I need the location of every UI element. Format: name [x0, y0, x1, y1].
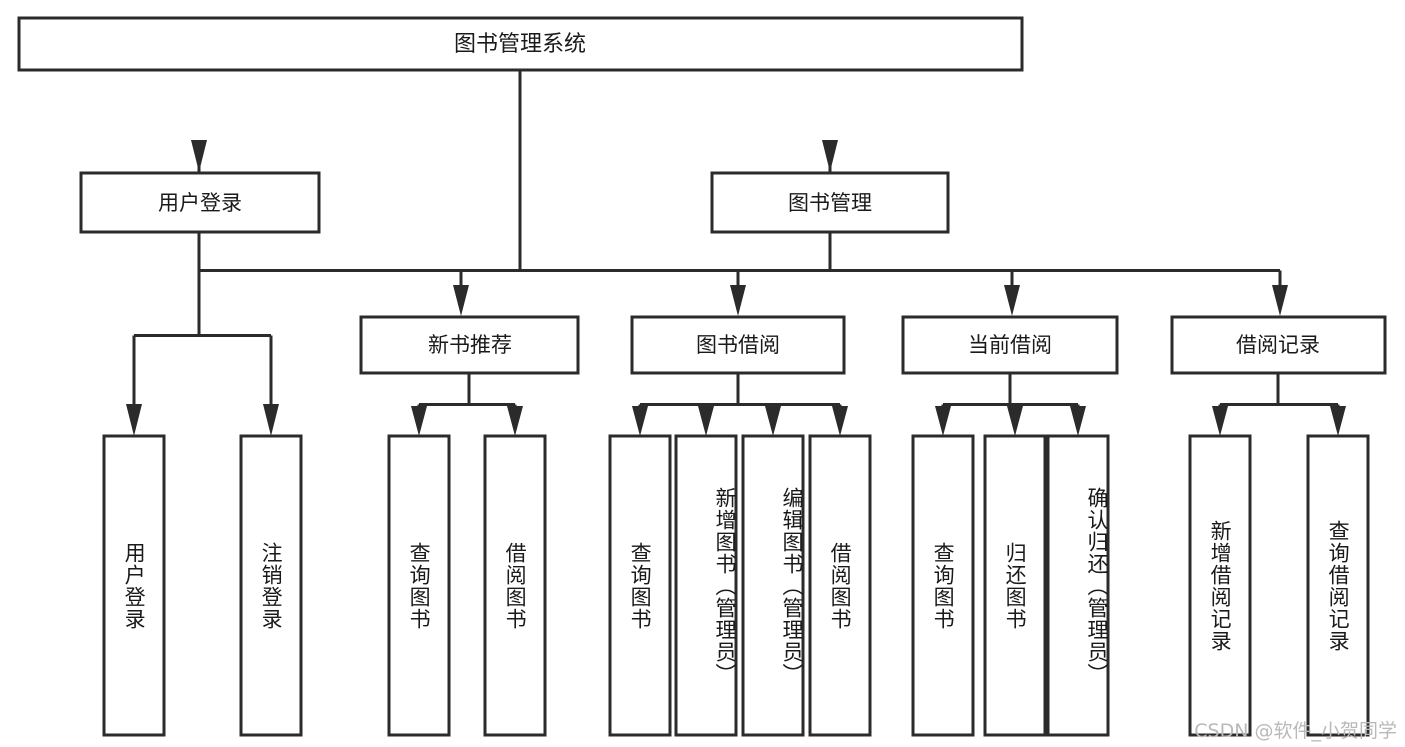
arrow-to-leaf-edit-book [765, 406, 781, 436]
node-user-login[interactable]: 用户登录 [79, 171, 321, 234]
node-leaf-logout-box[interactable] [239, 434, 303, 737]
node-root-label: 图书管理系统 [454, 32, 586, 57]
arrow-to-leaf-confirm-return [1070, 406, 1086, 436]
node-leaf-return-book-box[interactable] [983, 434, 1047, 737]
node-borrow-record[interactable]: 借阅记录 [1170, 315, 1387, 375]
arrow-to-leaf-return-book [1007, 406, 1023, 436]
node-root[interactable]: 图书管理系统 [17, 16, 1024, 72]
arrow-to-leaf-borrow-book-1 [507, 406, 523, 436]
arrow-to-leaf-logout [263, 404, 279, 436]
node-current-borrow-label: 当前借阅 [968, 333, 1052, 357]
node-leaf-query-book-1-box[interactable] [387, 434, 451, 737]
node-user-login-label: 用户登录 [158, 191, 242, 215]
node-book-borrow-label: 图书借阅 [696, 333, 780, 357]
node-book-manage[interactable]: 图书管理 [710, 171, 950, 234]
node-new-book-recommend[interactable]: 新书推荐 [359, 315, 580, 375]
node-leaf-add-book-box[interactable] [674, 434, 738, 737]
node-new-book-recommend-box[interactable] [359, 315, 580, 375]
node-leaf-query-record-box[interactable] [1306, 434, 1370, 737]
node-book-borrow[interactable]: 图书借阅 [630, 315, 846, 375]
node-borrow-record-box[interactable] [1170, 315, 1387, 375]
node-layer: 图书管理系统 用户登录 图书管理 新书推荐 图书借阅 当前借阅 [17, 16, 1387, 737]
node-leaf-confirm-return-box[interactable] [1046, 434, 1110, 737]
arrow-to-leaf-query-book-3 [935, 406, 951, 436]
node-leaf-borrow-book-1-box[interactable] [483, 434, 547, 737]
arrow-to-leaf-query-book-1 [411, 406, 427, 436]
arrow-to-user-login [191, 140, 207, 172]
arrowhead-layer [126, 140, 1346, 436]
node-leaf-borrow-book-2-box[interactable] [808, 434, 872, 737]
arrow-to-leaf-query-record [1330, 406, 1346, 436]
node-new-book-recommend-label: 新书推荐 [428, 333, 512, 357]
arrow-to-book-borrow [730, 285, 746, 316]
leaf-node-layer [102, 434, 1370, 737]
node-root-box[interactable] [17, 16, 1024, 72]
arrow-to-leaf-query-book-2 [632, 406, 648, 436]
node-leaf-user-login-box[interactable] [102, 434, 166, 737]
node-current-borrow[interactable]: 当前借阅 [901, 315, 1119, 375]
arrow-to-leaf-add-book [698, 406, 714, 436]
node-borrow-record-label: 借阅记录 [1236, 333, 1320, 357]
csdn-watermark: CSDN @软件_小贺同学 [1194, 720, 1397, 742]
node-current-borrow-box[interactable] [901, 315, 1119, 375]
arrow-to-leaf-borrow-book-2 [832, 406, 848, 436]
node-leaf-query-book-3-box[interactable] [911, 434, 975, 737]
node-leaf-query-book-2-box[interactable] [608, 434, 672, 737]
arrow-to-borrow-record [1272, 285, 1288, 316]
arrow-to-current-borrow [1004, 285, 1020, 316]
node-leaf-edit-book-box[interactable] [741, 434, 805, 737]
node-book-manage-box[interactable] [710, 171, 950, 234]
arrow-to-book-manage [822, 140, 838, 172]
node-book-borrow-box[interactable] [630, 315, 846, 375]
arrow-to-leaf-user-login [126, 404, 142, 436]
node-book-manage-label: 图书管理 [788, 191, 872, 215]
node-user-login-box[interactable] [79, 171, 321, 234]
node-leaf-add-record-box[interactable] [1188, 434, 1252, 737]
arrow-to-new-book-recommend [453, 285, 469, 316]
arrow-to-leaf-add-record [1212, 406, 1228, 436]
